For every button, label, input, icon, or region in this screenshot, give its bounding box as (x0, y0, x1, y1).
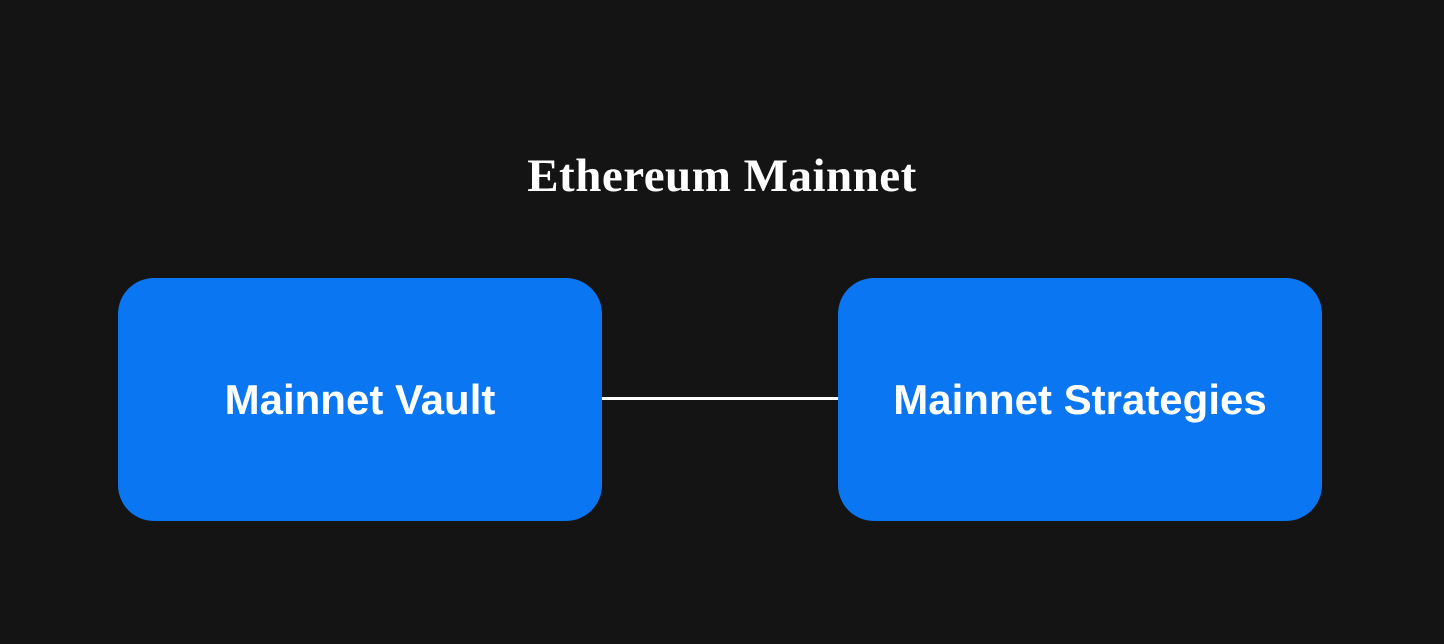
node-mainnet-strategies: Mainnet Strategies (838, 278, 1322, 521)
node-label: Mainnet Vault (224, 375, 496, 423)
diagram-title: Ethereum Mainnet (527, 150, 917, 202)
edge-vault-to-strategies (602, 397, 838, 400)
node-label: Mainnet Strategies (893, 375, 1267, 423)
node-mainnet-vault: Mainnet Vault (118, 278, 602, 521)
